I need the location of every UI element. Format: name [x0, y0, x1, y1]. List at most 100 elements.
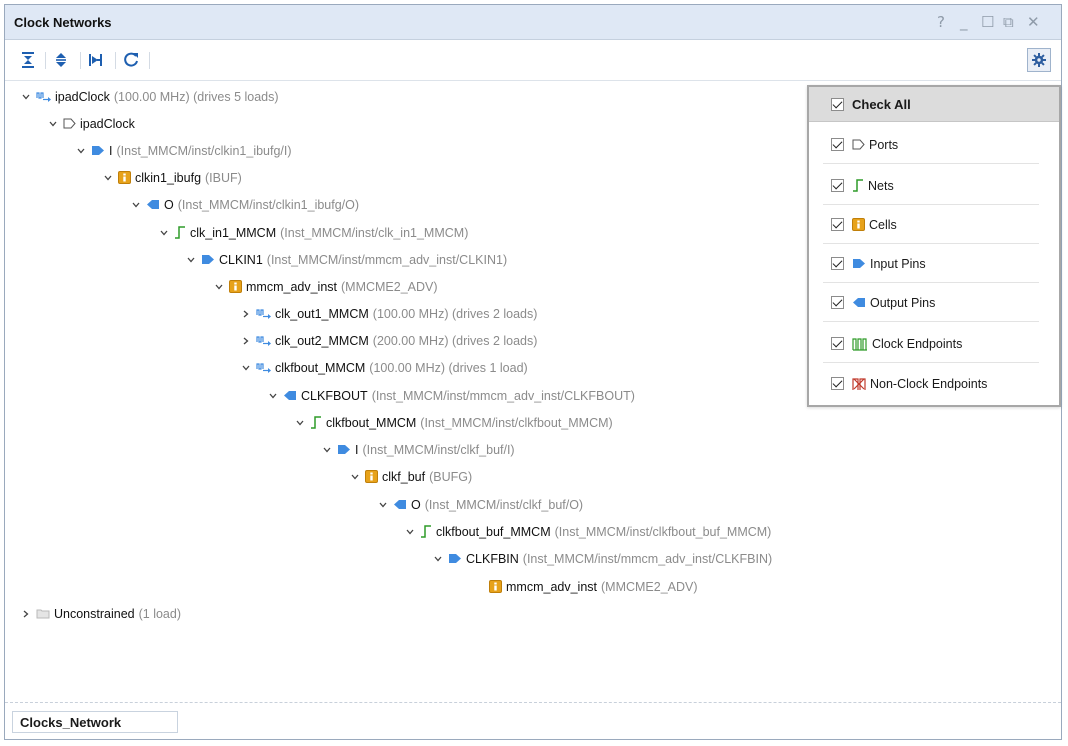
tree-row[interactable]: CLKIN1(Inst_MMCM/inst/mmcm_adv_inst/CLKI… — [185, 246, 507, 273]
expand-selection-button[interactable] — [85, 49, 107, 71]
filter-checkbox[interactable] — [831, 257, 844, 270]
chevron-down-icon[interactable] — [20, 91, 32, 103]
tree-node-detail: (Inst_MMCM/inst/mmcm_adv_inst/CLKFBIN) — [522, 551, 773, 566]
settings-button[interactable] — [1027, 48, 1051, 72]
filter-label: Non-Clock Endpoints — [870, 376, 988, 391]
tree-node-name: CLKIN1 — [219, 252, 263, 267]
tree-node-name: clkf_buf — [382, 469, 426, 484]
window-title: Clock Networks — [14, 15, 112, 30]
chevron-down-icon[interactable] — [158, 227, 170, 239]
filter-label: Input Pins — [870, 256, 926, 271]
chevron-down-icon[interactable] — [432, 553, 444, 565]
chevron-down-icon[interactable] — [349, 471, 361, 483]
tree-row[interactable]: clk_out1_MMCM(100.00 MHz) (drives 2 load… — [240, 300, 537, 327]
filter-item-input-pins[interactable]: Input Pins — [809, 244, 1059, 283]
chevron-down-icon[interactable] — [75, 145, 87, 157]
tree-row[interactable]: ipadClock(100.00 MHz) (drives 5 loads) — [20, 83, 279, 110]
chevron-right-icon[interactable] — [20, 608, 32, 620]
tree-row[interactable]: mmcm_adv_inst(MMCME2_ADV) — [213, 273, 438, 300]
filter-checkbox[interactable] — [831, 179, 844, 192]
tree-row[interactable]: clkfbout_MMCM(100.00 MHz) (drives 1 load… — [240, 354, 528, 381]
cell-icon — [852, 218, 865, 231]
tree-row[interactable]: I(Inst_MMCM/inst/clkin1_ibufg/I) — [75, 137, 292, 164]
filter-item-ports[interactable]: Ports — [809, 125, 1059, 164]
tree-node-name: ipadClock — [80, 116, 135, 131]
tree-row[interactable]: clkf_buf(BUFG) — [349, 463, 472, 490]
chevron-down-icon[interactable] — [130, 199, 142, 211]
filter-item-clock-endpoints[interactable]: Clock Endpoints — [809, 324, 1059, 363]
close-button[interactable]: ✕ — [1027, 13, 1040, 31]
expand-selection-icon — [89, 54, 102, 66]
tree-row[interactable]: clk_out2_MMCM(200.00 MHz) (drives 2 load… — [240, 327, 537, 354]
tab-clocks-network[interactable]: Clocks_Network — [12, 711, 178, 733]
check-all-label: Check All — [852, 96, 911, 112]
tree-row[interactable]: I(Inst_MMCM/inst/clkf_buf/I) — [321, 436, 515, 463]
folder-icon — [36, 608, 50, 619]
tree-row[interactable]: clk_in1_MMCM(Inst_MMCM/inst/clk_in1_MMCM… — [158, 219, 468, 246]
check-all-item[interactable]: Check All — [809, 87, 1059, 122]
float-button[interactable]: ⧉ — [1003, 13, 1014, 31]
chevron-right-icon[interactable] — [240, 308, 252, 320]
chevron-down-icon[interactable] — [47, 118, 59, 130]
filter-checkbox[interactable] — [831, 377, 844, 390]
tree-node-detail: (IBUF) — [205, 170, 242, 185]
tree-row[interactable]: O(Inst_MMCM/inst/clkf_buf/O) — [377, 491, 583, 518]
filter-checkbox[interactable] — [831, 337, 844, 350]
refresh-icon — [124, 52, 138, 67]
filter-item-cells[interactable]: Cells — [809, 205, 1059, 244]
tree-row[interactable]: CLKFBIN(Inst_MMCM/inst/mmcm_adv_inst/CLK… — [432, 545, 772, 572]
tree-row[interactable]: clkfbout_buf_MMCM(Inst_MMCM/inst/clkfbou… — [404, 518, 771, 545]
filter-checkbox[interactable] — [831, 296, 844, 309]
help-button[interactable]: ? — [937, 13, 945, 31]
tree-row[interactable]: O(Inst_MMCM/inst/clkin1_ibufg/O) — [130, 191, 359, 218]
net-icon — [420, 525, 432, 538]
chevron-down-icon[interactable] — [404, 526, 416, 538]
filter-checkbox[interactable] — [831, 138, 844, 151]
tree-node-name: O — [411, 497, 421, 512]
tree-node-detail: (Inst_MMCM/inst/clkin1_ibufg/I) — [116, 143, 292, 158]
refresh-button[interactable] — [120, 49, 142, 71]
output-pin-icon — [146, 199, 160, 210]
chevron-down-icon[interactable] — [102, 172, 114, 184]
tree-node-detail: (100.00 MHz) (drives 5 loads) — [113, 89, 279, 104]
expand-all-button[interactable] — [50, 49, 72, 71]
tree-node-name: I — [355, 442, 359, 457]
filter-item-non-clock-endpoints[interactable]: Non-Clock Endpoints — [809, 364, 1059, 403]
toolbar-separator — [45, 52, 46, 69]
tree-node-name: O — [164, 197, 174, 212]
tree-row[interactable]: mmcm_adv_inst(MMCME2_ADV) — [473, 573, 698, 600]
output-pin-icon — [283, 390, 297, 401]
chevron-down-icon[interactable] — [377, 499, 389, 511]
chevron-right-icon[interactable] — [240, 335, 252, 347]
chevron-down-icon[interactable] — [321, 444, 333, 456]
input-pin-icon — [337, 444, 351, 455]
tree-node-detail: (Inst_MMCM/inst/clk_in1_MMCM) — [280, 225, 469, 240]
chevron-down-icon[interactable] — [240, 362, 252, 374]
check-all-checkbox[interactable] — [831, 97, 844, 111]
chevron-down-icon[interactable] — [267, 390, 279, 402]
tree-node-detail: (200.00 MHz) (drives 2 loads) — [372, 333, 538, 348]
tree-row[interactable]: Unconstrained(1 load) — [20, 600, 181, 627]
output-pin-icon — [852, 297, 866, 308]
tree-row[interactable]: CLKFBOUT(Inst_MMCM/inst/mmcm_adv_inst/CL… — [267, 382, 635, 409]
tree-node-name: mmcm_adv_inst — [506, 579, 597, 594]
tree-node-detail: (Inst_MMCM/inst/clkfbout_buf_MMCM) — [554, 524, 772, 539]
filter-checkbox[interactable] — [831, 218, 844, 231]
toolbar — [5, 40, 1061, 81]
tree-row[interactable]: clkin1_ibufg(IBUF) — [102, 164, 242, 191]
tree-node-name: CLKFBIN — [466, 551, 519, 566]
tree-node-name: clkfbout_MMCM — [275, 360, 366, 375]
minimize-button[interactable]: _ — [960, 13, 968, 31]
tree-node-name: mmcm_adv_inst — [246, 279, 337, 294]
filter-item-nets[interactable]: Nets — [809, 166, 1059, 205]
filter-item-output-pins[interactable]: Output Pins — [809, 283, 1059, 322]
chevron-down-icon[interactable] — [185, 254, 197, 266]
tree-node-name: ipadClock — [55, 89, 110, 104]
maximize-button[interactable]: ☐ — [981, 13, 995, 31]
chevron-down-icon[interactable] — [213, 281, 225, 293]
collapse-all-button[interactable] — [17, 49, 39, 71]
chevron-down-icon[interactable] — [294, 417, 306, 429]
tree-row[interactable]: ipadClock — [47, 110, 135, 137]
tree-row[interactable]: clkfbout_MMCM(Inst_MMCM/inst/clkfbout_MM… — [294, 409, 613, 436]
